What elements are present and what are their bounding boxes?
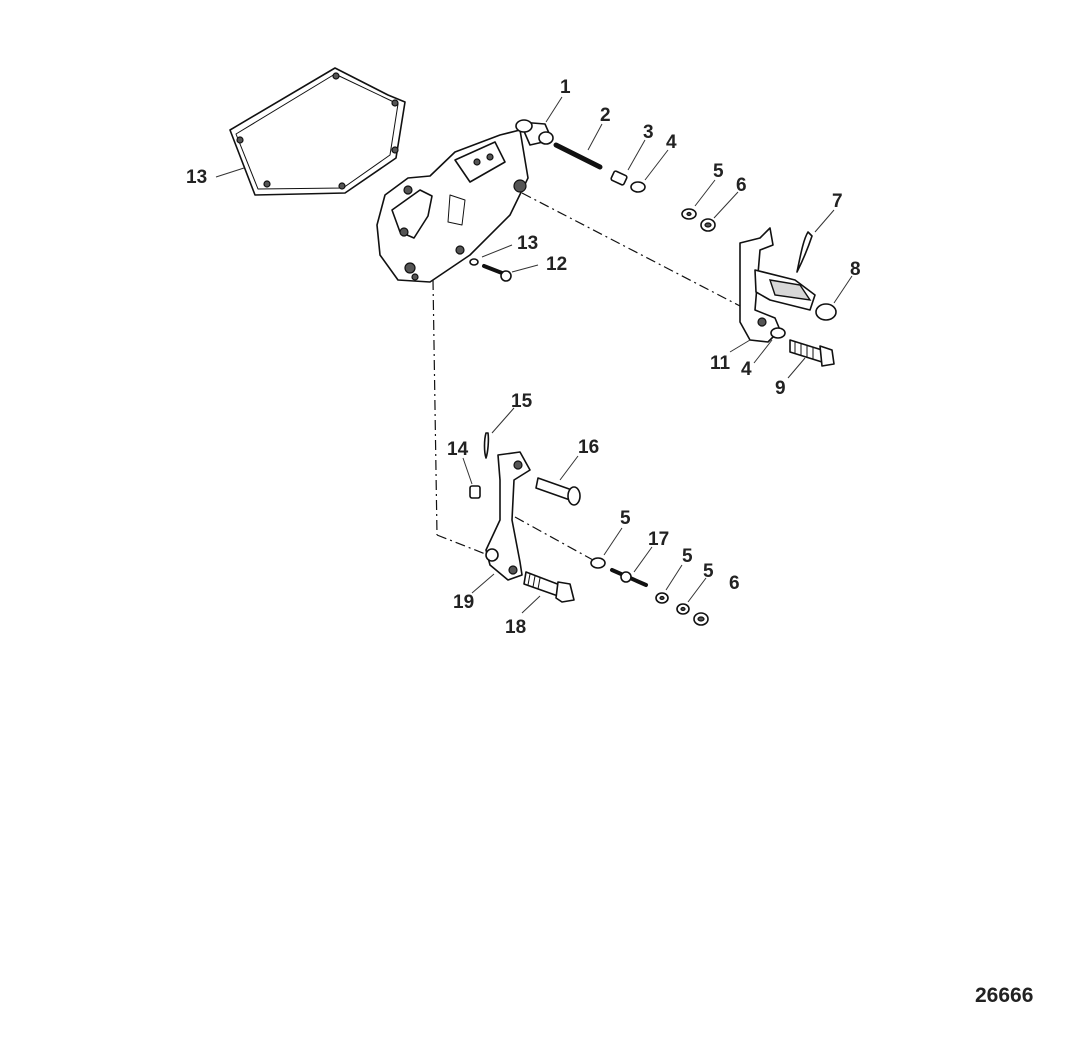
callout-1: 1	[560, 77, 571, 98]
callout-5: 5	[713, 161, 724, 182]
callout-17: 17	[648, 529, 669, 550]
callout-12: 12	[546, 254, 567, 275]
screw-part-12	[469, 258, 512, 282]
callout-8: 8	[850, 259, 861, 280]
callout-16: 16	[578, 437, 599, 458]
shoulder-bolt-18	[523, 571, 575, 603]
callout-15: 15	[511, 391, 533, 412]
stud-part-2	[553, 142, 603, 170]
pin-part-16	[535, 477, 581, 506]
spacer-part-14	[469, 485, 481, 499]
callout-6: 6	[736, 175, 747, 196]
callout-11: 11	[710, 353, 731, 374]
callout-6-lower: 6	[729, 573, 740, 594]
callout-14: 14	[447, 439, 469, 460]
link-arm-19	[485, 451, 531, 581]
cotter-pin-7	[796, 231, 813, 273]
cap-part-8	[815, 303, 837, 321]
lever-part-11	[739, 227, 816, 343]
figure-number: 26666	[975, 984, 1034, 1007]
main-bracket	[376, 129, 529, 283]
callout-9: 9	[775, 378, 786, 399]
callout-5-lower-a: 5	[620, 508, 631, 529]
lower-hardware	[590, 557, 709, 626]
callout-5-lower-b: 5	[682, 546, 693, 567]
washer-and-bolt-9	[770, 327, 835, 367]
callout-13-cover: 13	[186, 167, 207, 188]
callout-2: 2	[600, 105, 611, 126]
top-hardware	[610, 170, 716, 232]
callout-19: 19	[453, 592, 474, 613]
cotter-pin-15	[483, 432, 490, 459]
callout-4: 4	[666, 132, 677, 153]
sleeve-part-1	[515, 119, 554, 146]
callout-7: 7	[832, 191, 843, 212]
callout-13-washer: 13	[517, 233, 538, 254]
callout-4-lower: 4	[741, 359, 752, 380]
callout-18: 18	[505, 617, 526, 638]
callout-labels: 1 2 3 4 5 6 7 8 13 13 12 11 4 9 15 14 16…	[186, 77, 861, 638]
cover-plate	[229, 67, 406, 196]
callout-5-lower-c: 5	[703, 561, 714, 582]
alignment-lines	[432, 192, 741, 561]
callout-3: 3	[643, 122, 654, 143]
leader-lines	[215, 96, 853, 614]
